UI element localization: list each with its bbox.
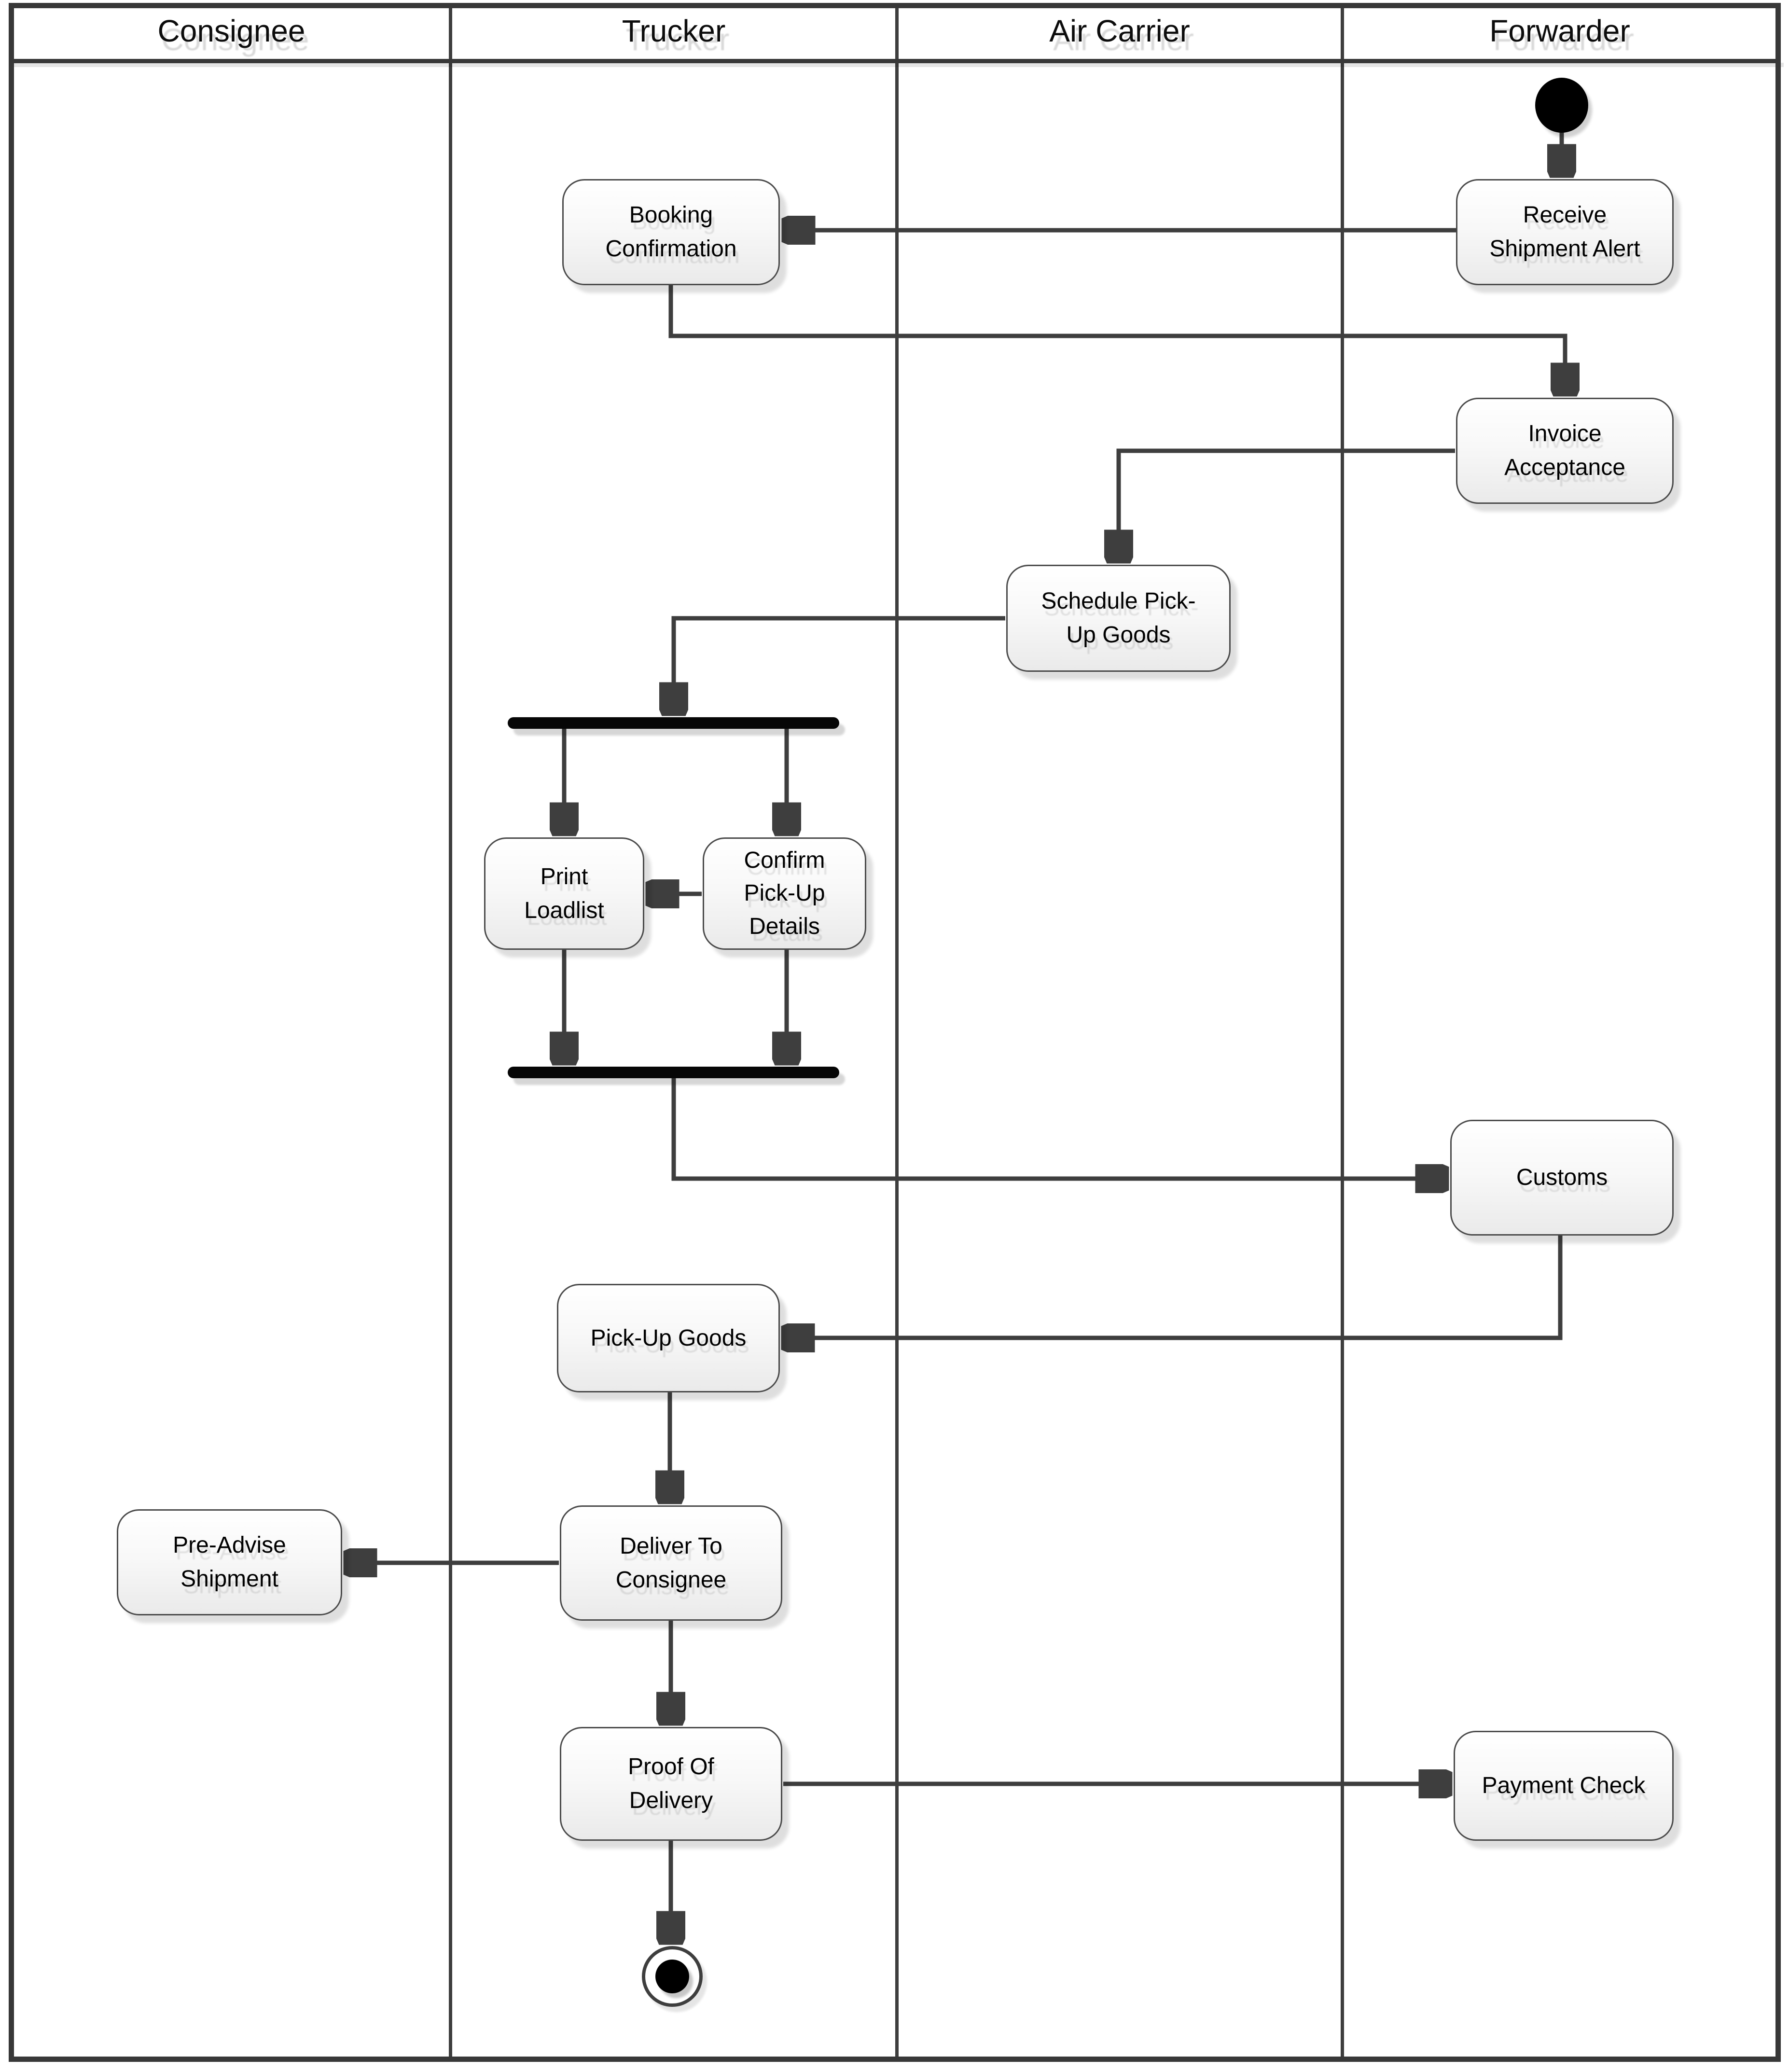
final-node[interactable] [642,1946,703,2007]
final-node-dot [655,1960,689,1993]
lane-header-consignee: Consignee [157,14,305,48]
activity-proof-of-delivery[interactable]: Proof Of Delivery [560,1727,782,1841]
activity-payment-check[interactable]: Payment Check [1454,1731,1674,1841]
activity-confirm-pickup-details[interactable]: Confirm Pick-Up Details [703,837,866,950]
edge-invoice-acceptance-to-schedule-pickup-goods [1119,448,1455,562]
initial-node[interactable] [1535,78,1588,133]
edge-customs-to-pickup-goods [782,1236,1563,1338]
header-divider [9,59,1781,63]
join-bar[interactable] [508,1067,839,1078]
edge-schedule-pickup-goods-to-fork [674,616,1005,715]
fork-bar[interactable] [508,717,839,729]
lane-separator-consignee-trucker [449,8,452,2057]
activity-customs[interactable]: Customs [1450,1120,1674,1236]
activity-schedule-pickup-goods[interactable]: Schedule Pick- Up Goods [1006,565,1231,672]
lane-header-forwarder: Forwarder [1489,14,1630,48]
activity-invoice-acceptance[interactable]: Invoice Acceptance [1456,398,1674,504]
activity-pickup-goods[interactable]: Pick-Up Goods [557,1284,780,1392]
activity-deliver-to-consignee[interactable]: Deliver To Consignee [560,1505,782,1621]
activity-print-loadlist[interactable]: Print Loadlist [484,837,644,950]
edge-booking-confirmation-to-invoice-acceptance [668,285,1565,395]
activity-receive-shipment-alert[interactable]: Receive Shipment Alert [1456,179,1674,285]
lane-separator-aircarrier-forwarder [1341,8,1344,2057]
lane-separator-trucker-aircarrier [895,8,899,2057]
lane-header-trucker: Trucker [622,14,726,48]
activity-booking-confirmation[interactable]: Booking Confirmation [562,179,780,285]
edge-join-to-customs [671,1078,1448,1179]
activity-pre-advise-shipment[interactable]: Pre-Advise Shipment [117,1509,342,1615]
lane-header-air-carrier: Air Carrier [1049,14,1190,48]
